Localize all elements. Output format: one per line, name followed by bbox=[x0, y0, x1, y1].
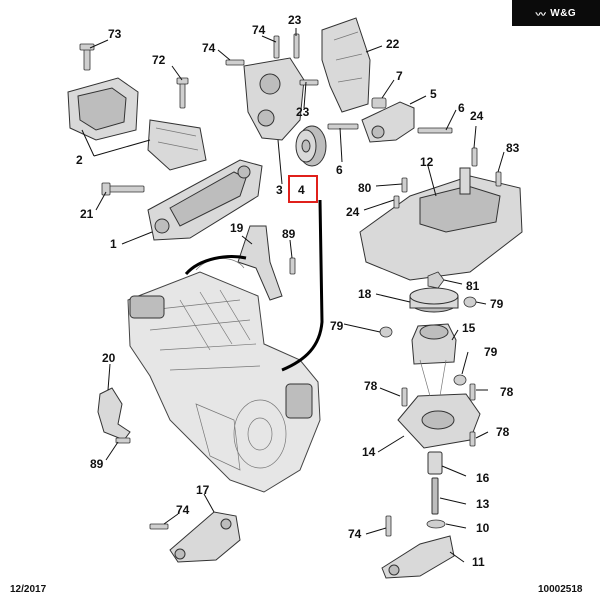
part-7-clip[interactable] bbox=[371, 97, 387, 109]
bolt-78-c[interactable] bbox=[469, 431, 476, 447]
callout-10[interactable]: 10 bbox=[476, 521, 490, 535]
bolt-73[interactable] bbox=[79, 43, 95, 71]
callout-19[interactable]: 19 bbox=[230, 221, 244, 235]
bolt-72[interactable] bbox=[176, 77, 189, 109]
callout-6-a[interactable]: 6 bbox=[458, 101, 465, 115]
connector-line-4 bbox=[281, 199, 324, 372]
callout-24-a[interactable]: 24 bbox=[470, 109, 484, 123]
part-22-cover[interactable] bbox=[321, 17, 371, 113]
callout-18[interactable]: 18 bbox=[358, 287, 372, 301]
callout-80[interactable]: 80 bbox=[358, 181, 372, 195]
callout-17[interactable]: 17 bbox=[196, 483, 210, 497]
callout-16[interactable]: 16 bbox=[476, 471, 490, 485]
callout-78-b[interactable]: 78 bbox=[500, 385, 514, 399]
bolt-83[interactable] bbox=[495, 171, 502, 187]
part-13-stud[interactable] bbox=[431, 477, 439, 515]
part-19-bracket[interactable] bbox=[237, 225, 283, 301]
callout-7[interactable]: 7 bbox=[396, 69, 403, 83]
brand-label: W&G bbox=[550, 7, 577, 19]
leader-lines bbox=[81, 28, 505, 563]
part-20-bracket[interactable] bbox=[97, 387, 131, 441]
callout-73[interactable]: 73 bbox=[108, 27, 122, 41]
bolt-89-b[interactable] bbox=[115, 437, 131, 444]
bolt-24-a[interactable] bbox=[471, 147, 478, 167]
callout-20[interactable]: 20 bbox=[102, 351, 116, 365]
callout-78-a[interactable]: 78 bbox=[364, 379, 378, 393]
engine-assembly bbox=[127, 258, 321, 493]
part-5-arm[interactable] bbox=[361, 101, 415, 143]
bolt-74-c[interactable] bbox=[149, 523, 169, 530]
nut-79-a[interactable] bbox=[463, 296, 477, 308]
callout-83[interactable]: 83 bbox=[506, 141, 520, 155]
part-16-spacer[interactable] bbox=[427, 451, 443, 475]
wave-logo-icon: 〰 bbox=[535, 9, 547, 21]
callout-12[interactable]: 12 bbox=[420, 155, 434, 169]
callout-89-b[interactable]: 89 bbox=[90, 457, 104, 471]
callout-74-a[interactable]: 74 bbox=[202, 41, 216, 55]
part-18-damper[interactable] bbox=[409, 287, 459, 313]
part-3-timing-bracket[interactable] bbox=[243, 57, 305, 141]
part-10-washer[interactable] bbox=[426, 519, 446, 529]
bolt-23-a[interactable] bbox=[293, 33, 300, 59]
callout-labels: 73 72 74 74 23 22 7 5 6 23 2 21 1 3 4 6 … bbox=[76, 13, 520, 569]
part-14-base[interactable] bbox=[397, 359, 481, 449]
callout-6-b[interactable]: 6 bbox=[336, 163, 343, 177]
callout-23-a[interactable]: 23 bbox=[288, 13, 302, 27]
bolt-6-a[interactable] bbox=[417, 127, 453, 134]
callout-81[interactable]: 81 bbox=[466, 279, 480, 293]
nut-81[interactable] bbox=[427, 271, 445, 289]
bolt-89-a[interactable] bbox=[289, 257, 296, 275]
callout-74-c[interactable]: 74 bbox=[176, 503, 190, 517]
bolt-6-b[interactable] bbox=[327, 123, 359, 130]
part-1-bracket[interactable] bbox=[147, 159, 263, 241]
bolt-21[interactable] bbox=[101, 182, 145, 196]
part-12-plate[interactable] bbox=[359, 167, 523, 281]
part-15-mount[interactable] bbox=[411, 323, 457, 365]
callout-5[interactable]: 5 bbox=[430, 87, 437, 101]
callout-79-a[interactable]: 79 bbox=[490, 297, 504, 311]
bolt-24-b[interactable] bbox=[393, 195, 400, 209]
callout-13[interactable]: 13 bbox=[476, 497, 490, 511]
highlight-box-4 bbox=[288, 175, 318, 203]
part-11-arm[interactable] bbox=[381, 535, 455, 579]
callout-74-b[interactable]: 74 bbox=[252, 23, 266, 37]
callout-89-a[interactable]: 89 bbox=[282, 227, 296, 241]
callout-24-b[interactable]: 24 bbox=[346, 205, 360, 219]
footer-ref: 10002518 bbox=[538, 584, 583, 595]
bolt-74-a[interactable] bbox=[225, 59, 245, 66]
bolt-78-a[interactable] bbox=[401, 387, 408, 407]
nut-79-c[interactable] bbox=[453, 374, 467, 386]
callout-14[interactable]: 14 bbox=[362, 445, 376, 459]
callout-72[interactable]: 72 bbox=[152, 53, 166, 67]
callout-74-d[interactable]: 74 bbox=[348, 527, 362, 541]
callout-11[interactable]: 11 bbox=[472, 555, 485, 569]
bolt-74-d[interactable] bbox=[385, 515, 392, 537]
callout-78-c[interactable]: 78 bbox=[496, 425, 510, 439]
part-2-mount-block[interactable] bbox=[67, 77, 207, 171]
callout-23-b[interactable]: 23 bbox=[296, 105, 310, 119]
brand-badge: 〰 W&G bbox=[512, 0, 600, 26]
bolt-80[interactable] bbox=[401, 177, 408, 193]
callout-4[interactable]: 4 bbox=[298, 183, 305, 197]
callout-21[interactable]: 21 bbox=[80, 207, 94, 221]
part-4-pulley[interactable] bbox=[295, 125, 327, 167]
callout-79-c[interactable]: 79 bbox=[484, 345, 498, 359]
bolt-23-b[interactable] bbox=[299, 79, 319, 86]
callout-79-b[interactable]: 79 bbox=[330, 319, 344, 333]
bolt-74-b[interactable] bbox=[273, 35, 280, 59]
bolt-78-b[interactable] bbox=[469, 383, 476, 401]
connector-line-19 bbox=[184, 255, 247, 276]
callout-3[interactable]: 3 bbox=[276, 183, 283, 197]
part-17-bracket[interactable] bbox=[169, 511, 241, 563]
callout-22[interactable]: 22 bbox=[386, 37, 400, 51]
nut-79-b[interactable] bbox=[379, 326, 393, 338]
callout-1[interactable]: 1 bbox=[110, 237, 117, 251]
footer-date: 12/2017 bbox=[10, 584, 47, 595]
callout-2[interactable]: 2 bbox=[76, 153, 83, 167]
callout-15[interactable]: 15 bbox=[462, 321, 476, 335]
